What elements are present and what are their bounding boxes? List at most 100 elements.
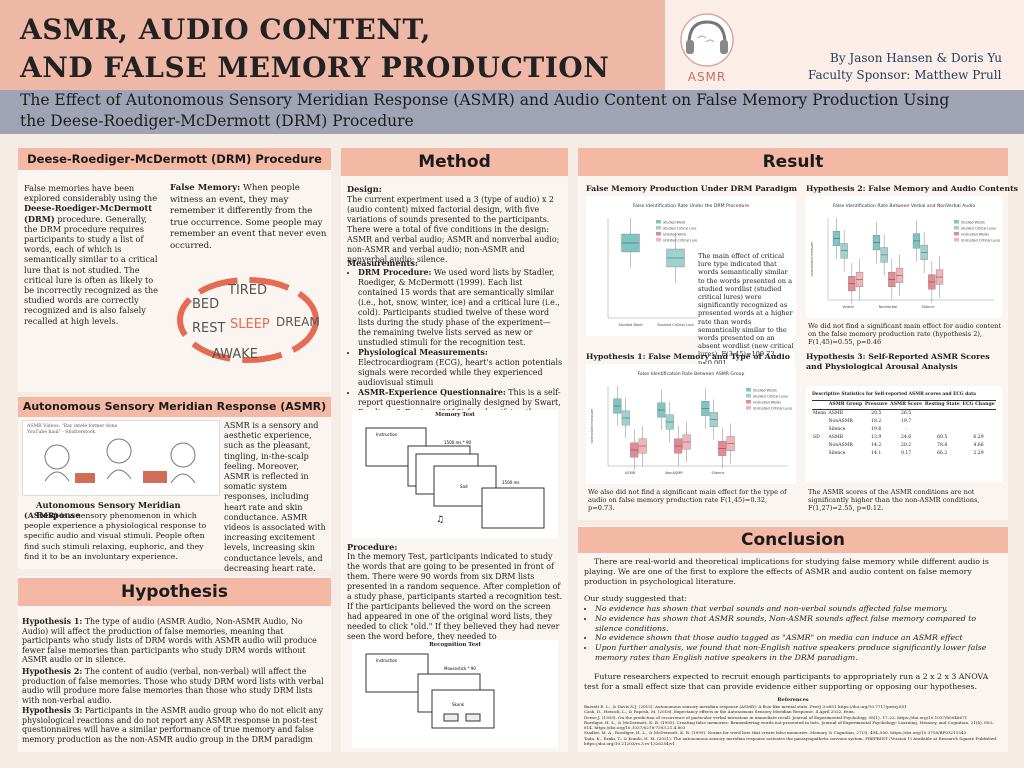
measure-physiological: Physiological Measurements: Electrocardi… — [358, 348, 563, 388]
asmr-description: ASMR is a sensory and aesthetic experien… — [224, 420, 326, 573]
result-header: Result — [578, 148, 1008, 176]
fig1-timing2: 1500 ms — [502, 480, 519, 485]
measurements-label: Measurements: — [347, 258, 418, 268]
hypothesis-header: Hypothesis — [18, 578, 331, 606]
table-cell: NonASMR — [828, 443, 853, 448]
h1-label: Hypothesis 1: — [22, 617, 83, 626]
memory-test-figure: Memory Test Instruction 1500 ms * 90 Tut… — [352, 410, 558, 538]
legend-label: Unstudied Words — [961, 233, 989, 237]
reference-item: Deese,J. (1959). On the prediction of oc… — [584, 714, 968, 720]
table-cell: 19.6 — [871, 427, 882, 432]
subtitle-line1: The Effect of Autonomous Sensory Meridia… — [20, 91, 950, 109]
drm-panel — [18, 148, 331, 392]
drm-word-illustration: BED TIRED REST SLEEP DREAM AWAKE — [170, 268, 326, 372]
asmr-caption-title: Autonomous Sensory Meridian Response — [36, 500, 181, 521]
table-cell: 18.2 — [871, 419, 882, 424]
asmr-caption-text: is a sensory phenomenon in which people … — [24, 511, 207, 561]
legend-swatch — [746, 388, 751, 392]
table-caption: Descriptive Statistics for Self-reported… — [812, 392, 976, 397]
h3-label: Hypothesis 3: — [22, 706, 83, 715]
table-header: ASMR Group — [828, 402, 863, 407]
fig2-instruction: Instruction — [376, 658, 398, 663]
conclusion-bullet: No evidence shown that those audio tagge… — [595, 633, 1002, 643]
y-axis-label: normalized measure — [590, 409, 594, 444]
table-cell: 13.9 — [871, 435, 882, 440]
conclusion-header: Conclusion — [578, 527, 1008, 553]
table-cell: Silence — [828, 427, 846, 432]
fig2-word: Skunk — [452, 702, 465, 707]
asmr-header: Autonomous Sensory Meridian Response (AS… — [18, 397, 331, 417]
conclusion-panel — [578, 526, 1008, 752]
false-memory-text: When people witness an event, they may r… — [170, 183, 327, 251]
conclusion-bullet: No evidence has shown that ASMR sounds, … — [595, 614, 1002, 634]
legend-label: Studied Words — [961, 221, 985, 225]
poster-title-line2: AND FALSE MEMORY PRODUCTION — [20, 51, 610, 84]
h1-text: The type of audio (ASMR Audio, Non-ASMR … — [22, 617, 317, 665]
table-cell — [812, 426, 827, 434]
table-header: ECG Change — [962, 402, 995, 407]
recognition-test-figure: Recognition Test Instruction Mousestick … — [352, 640, 558, 748]
drm-intro-rest: procedure. Generally, the DRM procedure … — [24, 213, 158, 326]
legend-swatch — [656, 226, 661, 230]
reference-item: Stadler, M. A., Roediger, H. L., & McDer… — [584, 730, 967, 736]
x-tick-label: Silence — [922, 305, 936, 309]
table-cell: 14.2 — [871, 443, 882, 448]
chart-title: False Identification Rate Between ASMR G… — [638, 371, 745, 377]
table-header: Pressure — [864, 402, 888, 407]
h3-text: Participants in the ASMR audio group who… — [22, 706, 323, 744]
drm-header: Deese-Roediger-McDermott (DRM) Procedure — [18, 148, 331, 170]
music-note-icon: ♫ — [436, 515, 444, 525]
result-chart3-title: Hypothesis 1: False Memory and Type of A… — [586, 352, 790, 361]
table-cell: 19.7 — [900, 419, 912, 424]
legend-label: Unlisted Word — [663, 233, 686, 237]
authors: By Jason Hansen & Doris Yu — [830, 51, 1002, 65]
legend-swatch — [746, 394, 751, 398]
table-cell: - — [905, 427, 907, 432]
word-bed: BED — [192, 297, 219, 312]
asmr-illustration: ASMR Videos: "Bay intelé former done You… — [22, 420, 220, 496]
asmr-abbr: (ASMR) — [24, 511, 59, 520]
word-dream: DREAM — [276, 315, 320, 329]
table-cell — [923, 418, 961, 426]
reference-item: Cash, D., Heisick, L., & Papesh, M. (201… — [584, 709, 855, 715]
chart-title: False Identification Rate Under the DRM … — [633, 203, 749, 209]
chart-asmr-group: False Identification Rate Between ASMR G… — [586, 364, 796, 484]
x-tick-label: Studied Critical Lure — [657, 323, 694, 327]
table-row: Silence 19.6 - — [812, 426, 996, 434]
table-cell — [961, 418, 996, 426]
m1-label: DRM Procedure: — [358, 268, 432, 277]
legend-swatch — [954, 220, 959, 224]
subtitle-line2: the Deese-Roediger-McDermott (DRM) Proce… — [20, 112, 414, 130]
legend-swatch — [954, 226, 959, 230]
table-cell: 60.5 — [937, 435, 948, 440]
drm-intro-text: False memories have been explored consid… — [24, 183, 160, 326]
table-header: Resting State — [924, 402, 960, 407]
table-cell: 24.6 — [900, 435, 912, 440]
table-cell — [961, 410, 996, 419]
procedure-label: Procedure: — [347, 542, 398, 552]
result-table-title: Hypothesis 3: Self-Reported ASMR Scores … — [806, 352, 990, 371]
result-chart2-title: Hypothesis 2: False Memory and Audio Con… — [806, 184, 1019, 193]
table-cell: 78.8 — [937, 443, 948, 448]
descriptive-table: Descriptive Statistics for Self-reported… — [806, 386, 1002, 482]
table-cell: 26.5 — [900, 411, 912, 416]
conclusion-p2: Future researchers expected to recruit e… — [584, 672, 989, 691]
m2-text: Electrocardiogram (ECG), heart's action … — [358, 358, 563, 387]
table-row: NonASMR 18.2 19.7 — [812, 418, 996, 426]
chart-verbal-svg: False Identification Rate Between Verbal… — [810, 203, 1001, 309]
table-cell — [923, 426, 961, 434]
false-memory-label: False Memory: — [170, 183, 241, 193]
legend-label: Studied Critical Lures — [753, 395, 788, 399]
design-label: Design: — [347, 184, 382, 194]
h2-label: Hypothesis 2: — [22, 667, 83, 676]
legend-label: Unlisted Critical Lure — [663, 239, 697, 243]
conclusion-bullet: No evidence has shown that verbal sounds… — [595, 604, 1002, 614]
hypothesis-2: Hypothesis 2: The content of audio (verb… — [22, 667, 328, 705]
result-chart2-text: We did not find a significant main effec… — [808, 322, 1002, 347]
fig1-instruction: Instruction — [376, 432, 398, 437]
fig2-timing: Mousestick * 90 — [444, 666, 476, 671]
logo-text: ASMR — [687, 70, 727, 84]
table-cell: 9.17 — [900, 451, 912, 456]
table-cell: NonASMR — [828, 419, 853, 424]
